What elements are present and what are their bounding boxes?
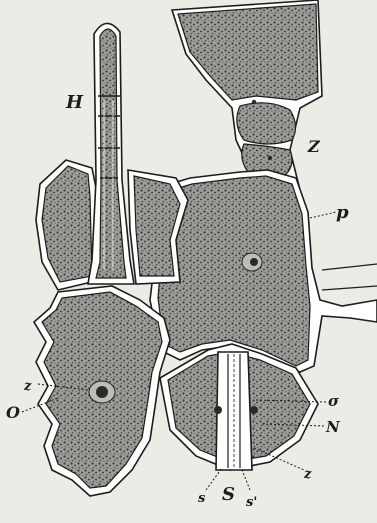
label-z-left: z (23, 379, 32, 394)
label-s-prime: s' (246, 495, 257, 510)
label-s: s (198, 491, 206, 506)
guard-cell-z-upper (237, 103, 296, 144)
label-sigma: σ (328, 392, 340, 410)
label-z-upper: Z (307, 137, 321, 156)
label-p: p (336, 202, 349, 223)
label-s-large: S (222, 484, 235, 505)
label-h: H (65, 92, 84, 113)
label-z-bottom: z (303, 467, 312, 482)
label-n: N (325, 418, 341, 436)
label-o: O (6, 403, 20, 422)
